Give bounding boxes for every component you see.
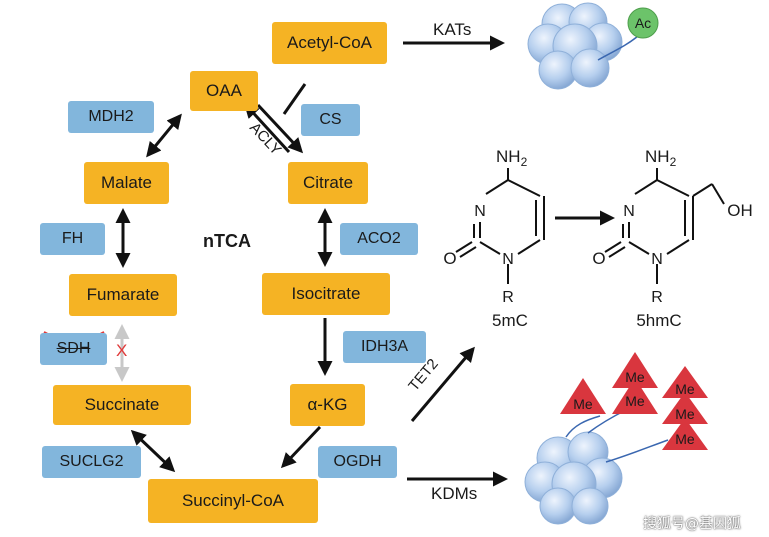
mc-name: 5mC: [492, 311, 528, 330]
arrow-oaa-citrate: [256, 103, 304, 154]
enzyme-mdh2: MDH2: [68, 101, 154, 133]
metabolite-citrate: Citrate: [288, 162, 368, 204]
arrow-oaa-malate: [146, 113, 182, 158]
mc-r-group: R: [502, 289, 514, 306]
hmc-oxygen: O: [592, 249, 605, 268]
hmc-hydroxyl: OH: [727, 201, 753, 220]
metabolite-acetyl-coa: Acetyl-CoA: [272, 22, 387, 64]
metabolite-succinate: Succinate: [53, 385, 191, 425]
enzyme-sdh: SDH: [40, 333, 107, 365]
metabolite-akg: α-KG: [290, 384, 365, 426]
methyl-triangle-4: [662, 366, 708, 398]
arrow-citrate-oaa-acly: [243, 102, 291, 154]
structure-5hmc: [604, 168, 725, 284]
methyl-groups: Me Me Me Me Me Me: [560, 352, 708, 450]
acetyl-group: [627, 7, 659, 39]
metabolite-succinyl-coa: Succinyl-CoA: [148, 479, 318, 523]
mc-ring-n-bottom: N: [502, 251, 514, 268]
kats-label: KATs: [433, 20, 472, 39]
methyl-triangle-3: [612, 378, 658, 414]
sdh-inhibition-x: X: [116, 341, 128, 360]
hmc-r-group: R: [651, 289, 663, 306]
arrow-succinate-succinylcoa: [130, 429, 176, 473]
enzyme-ogdh: OGDH: [318, 446, 397, 478]
methyl-label-4: Me: [675, 381, 695, 397]
methyl-label-6: Me: [675, 431, 695, 447]
enzyme-aco2: ACO2: [340, 223, 418, 255]
watermark: 搜狐号@基因狐: [643, 516, 741, 532]
metabolite-fumarate: Fumarate: [69, 274, 177, 316]
methyl-label-2: Me: [625, 369, 645, 385]
arrow-acetylcoa-citrate: [282, 83, 307, 115]
methyl-label-1: Me: [573, 396, 593, 412]
mc-ring-n-top: N: [474, 203, 486, 220]
metabolite-isocitrate: Isocitrate: [262, 273, 390, 315]
enzyme-idh3a: IDH3A: [343, 331, 426, 363]
enzyme-fh: FH: [40, 223, 105, 255]
metabolite-oaa: OAA: [190, 71, 258, 111]
hmc-ring-n-top: N: [623, 203, 635, 220]
enzyme-suclg2: SUCLG2: [42, 446, 141, 478]
arrow-akg-succinylcoa: [280, 425, 322, 469]
mc-oxygen: O: [443, 249, 456, 268]
cycle-label: nTCA: [203, 231, 251, 251]
methyl-label-5: Me: [675, 406, 695, 422]
hmc-amine: NH2: [645, 147, 677, 169]
methyl-triangle-1: [560, 378, 606, 414]
methyl-triangle-6: [662, 418, 708, 450]
metabolite-malate: Malate: [84, 162, 169, 204]
methyl-triangle-5: [662, 392, 708, 424]
mc-amine: NH2: [496, 147, 528, 169]
methyl-triangle-2: [612, 352, 658, 388]
acetyl-tag-label: Ac: [635, 15, 651, 31]
hmc-name: 5hmC: [636, 311, 681, 330]
arrow-tet2: [410, 346, 475, 422]
methyl-label-3: Me: [625, 393, 645, 409]
structure-5mc: [455, 168, 545, 284]
nucleosome-methylated: [524, 409, 669, 525]
enzyme-cs: CS: [301, 104, 360, 136]
kdms-label: KDMs: [431, 484, 478, 503]
nucleosome-acetylated: [527, 2, 639, 90]
hmc-ring-n-bottom: N: [651, 251, 663, 268]
